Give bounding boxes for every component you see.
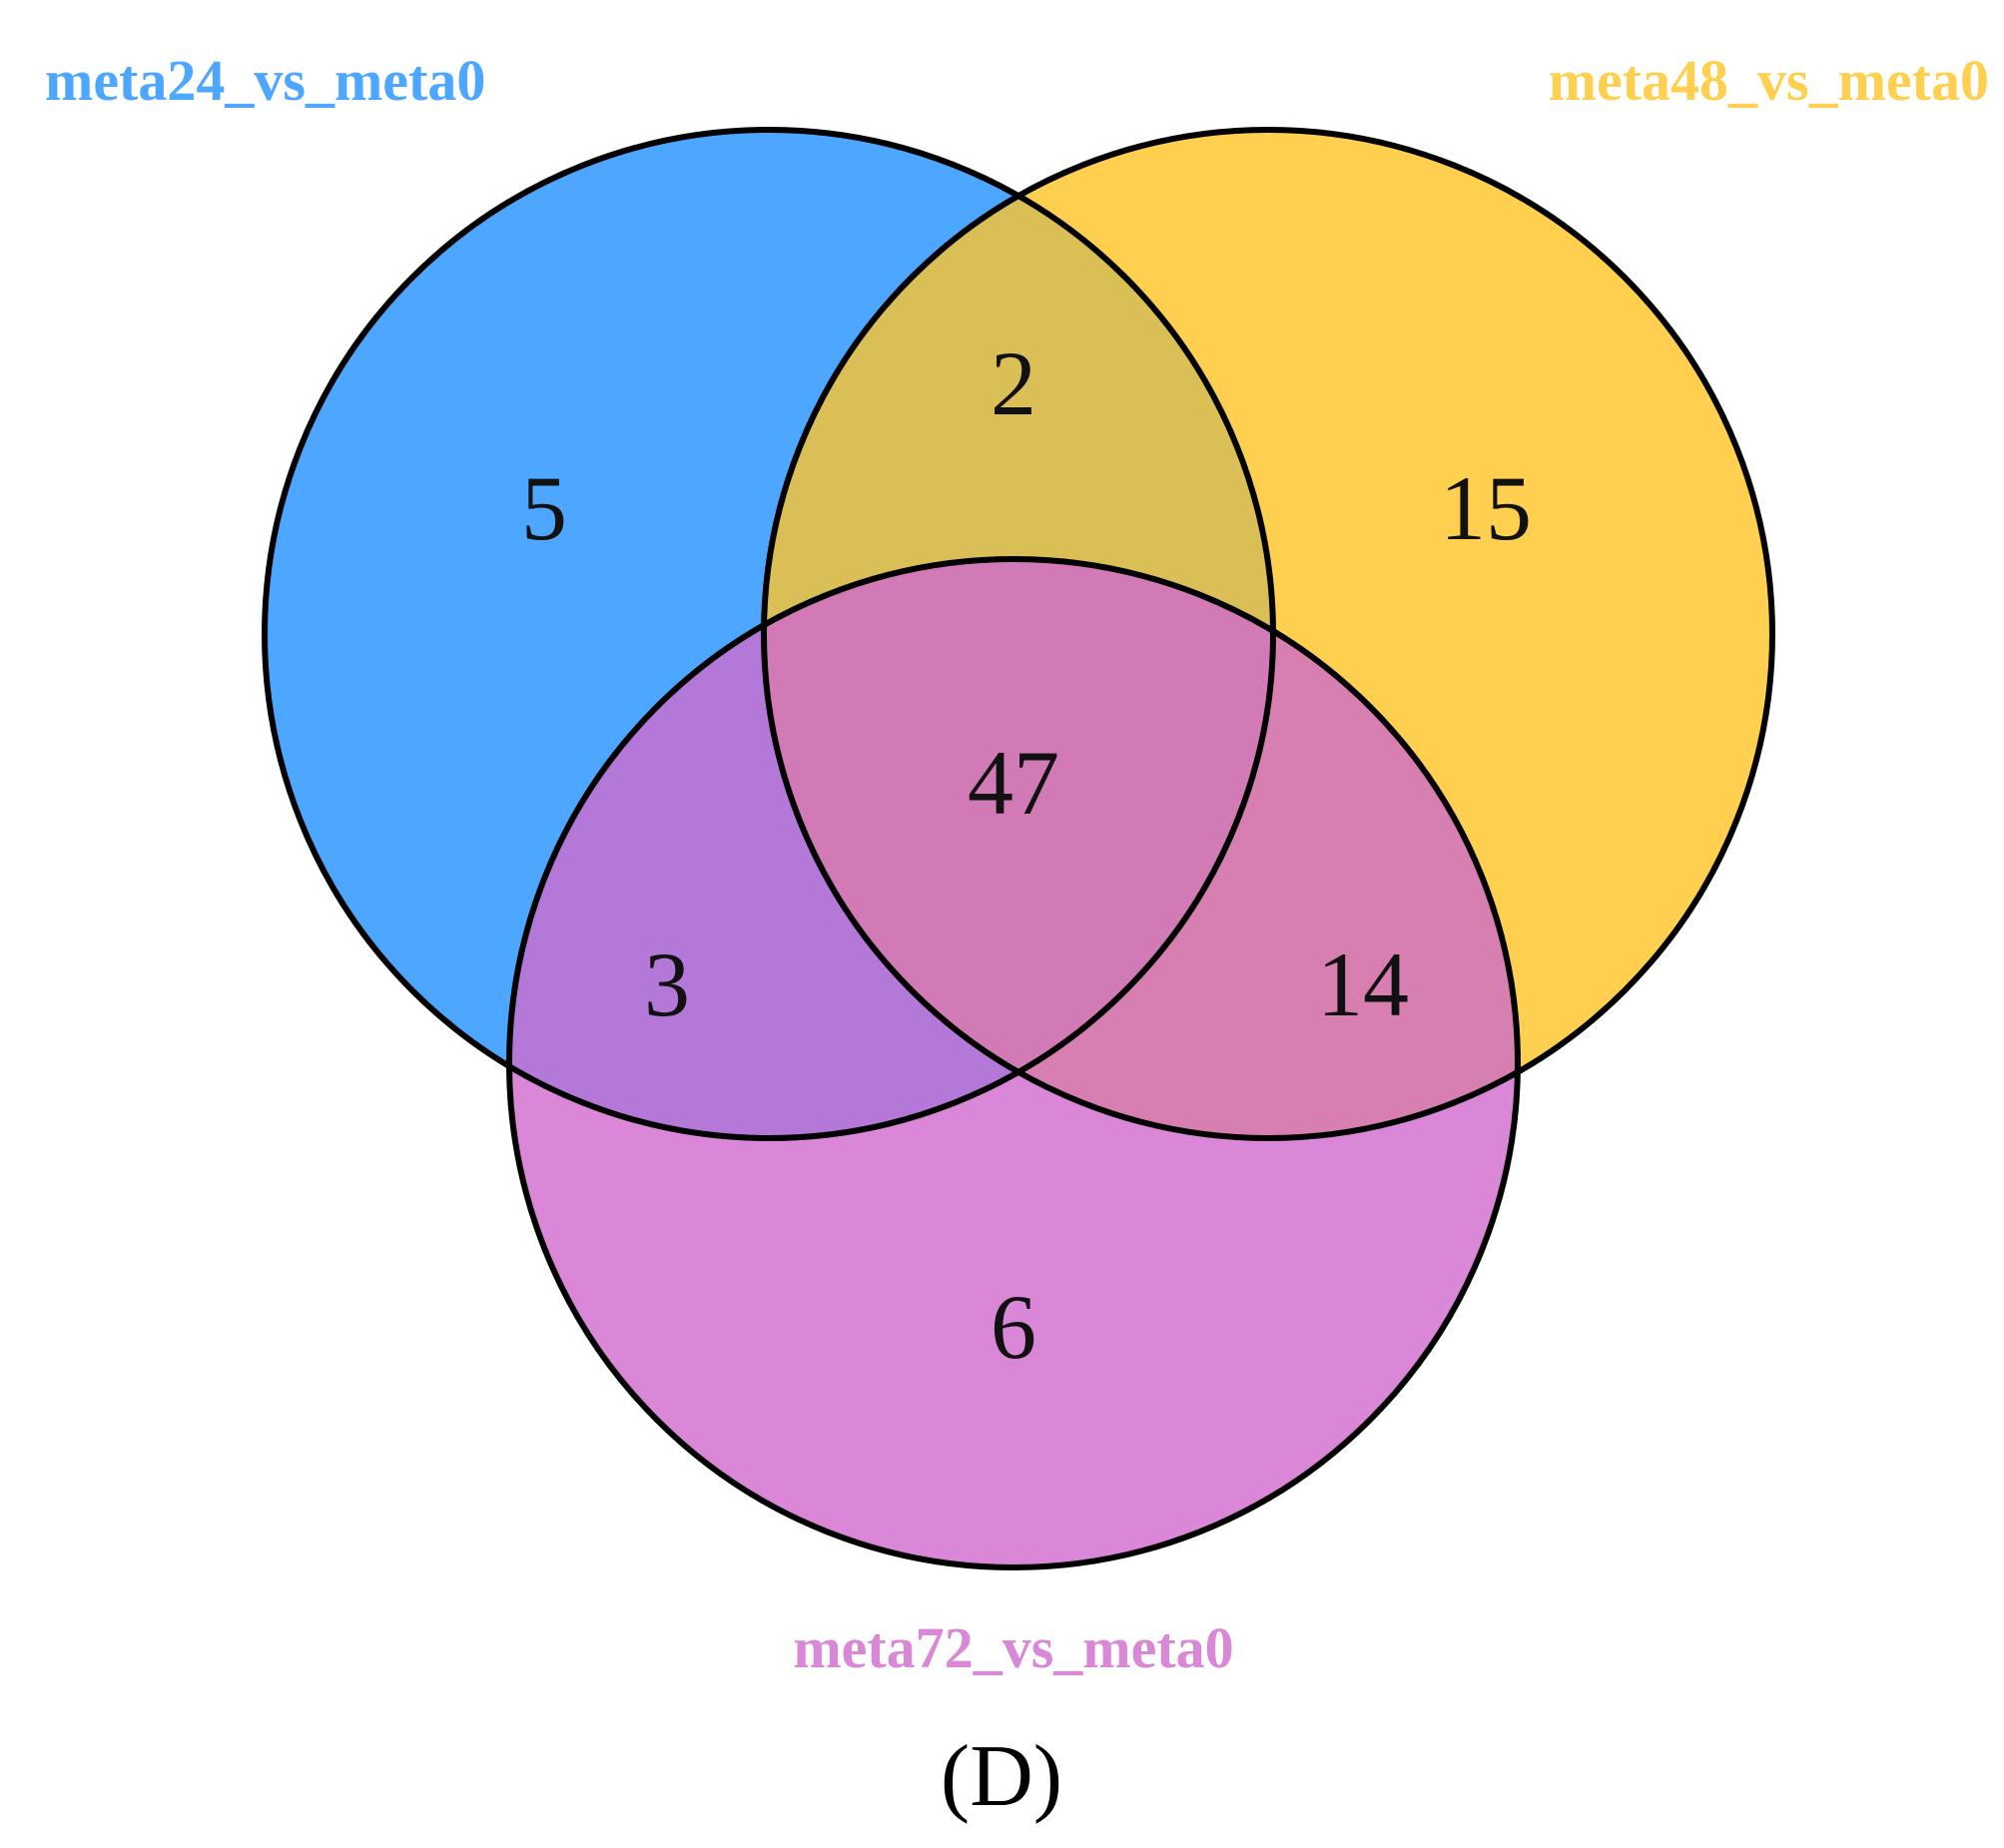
outline-meta48	[761, 127, 1775, 1141]
count-meta24-meta48: 2	[991, 332, 1036, 434]
set-label-meta24: meta24_vs_meta0	[45, 48, 485, 113]
count-meta72-only: 6	[991, 1276, 1036, 1378]
count-meta24-only: 5	[521, 457, 567, 559]
count-meta48-meta72: 14	[1317, 933, 1409, 1035]
set-label-meta72: meta72_vs_meta0	[793, 1615, 1233, 1680]
outline-meta72	[506, 556, 1521, 1570]
count-meta24-meta72: 3	[644, 933, 690, 1035]
count-all-three: 47	[968, 732, 1059, 834]
set-label-meta48: meta48_vs_meta0	[1549, 48, 1989, 113]
count-meta48-only: 15	[1440, 457, 1532, 559]
panel-label: (D)	[941, 1728, 1062, 1825]
